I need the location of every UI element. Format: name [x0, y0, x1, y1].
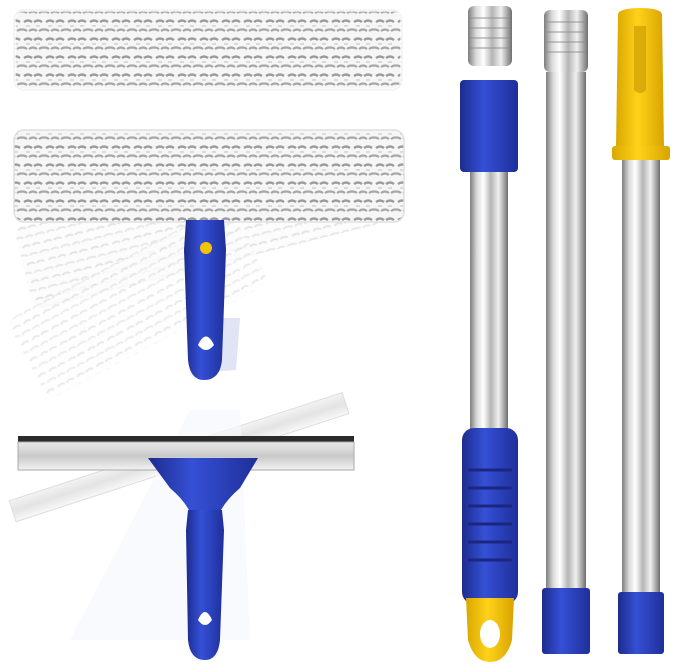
squeegee-blade-head: [17, 436, 355, 660]
pole-2-thread-tip: [544, 10, 588, 72]
squeegee-hang-hole: [198, 612, 212, 625]
microfiber-pad-spare: [12, 8, 404, 92]
microfiber-scrubber-head: [13, 129, 405, 380]
extension-pole-top-section: [612, 8, 670, 654]
pole-1-thread-tip: [468, 6, 512, 66]
squeegee-rubber-strip: [18, 436, 354, 442]
extension-pole-grip-section: [460, 6, 518, 662]
pole-1-grip: [462, 428, 518, 604]
pole-1-collar: [460, 80, 518, 172]
pole-3-end-cap: [618, 592, 664, 654]
squeegee-blade-ghost: [8, 391, 350, 640]
squeegee-handle: [186, 510, 224, 660]
scrubber-hang-hole: [198, 336, 214, 350]
scrubber-pivot-knob: [200, 242, 212, 254]
extension-pole-middle-section: [542, 10, 590, 654]
pole-2-end-cap: [542, 588, 590, 654]
scrubber-handle: [184, 220, 226, 380]
